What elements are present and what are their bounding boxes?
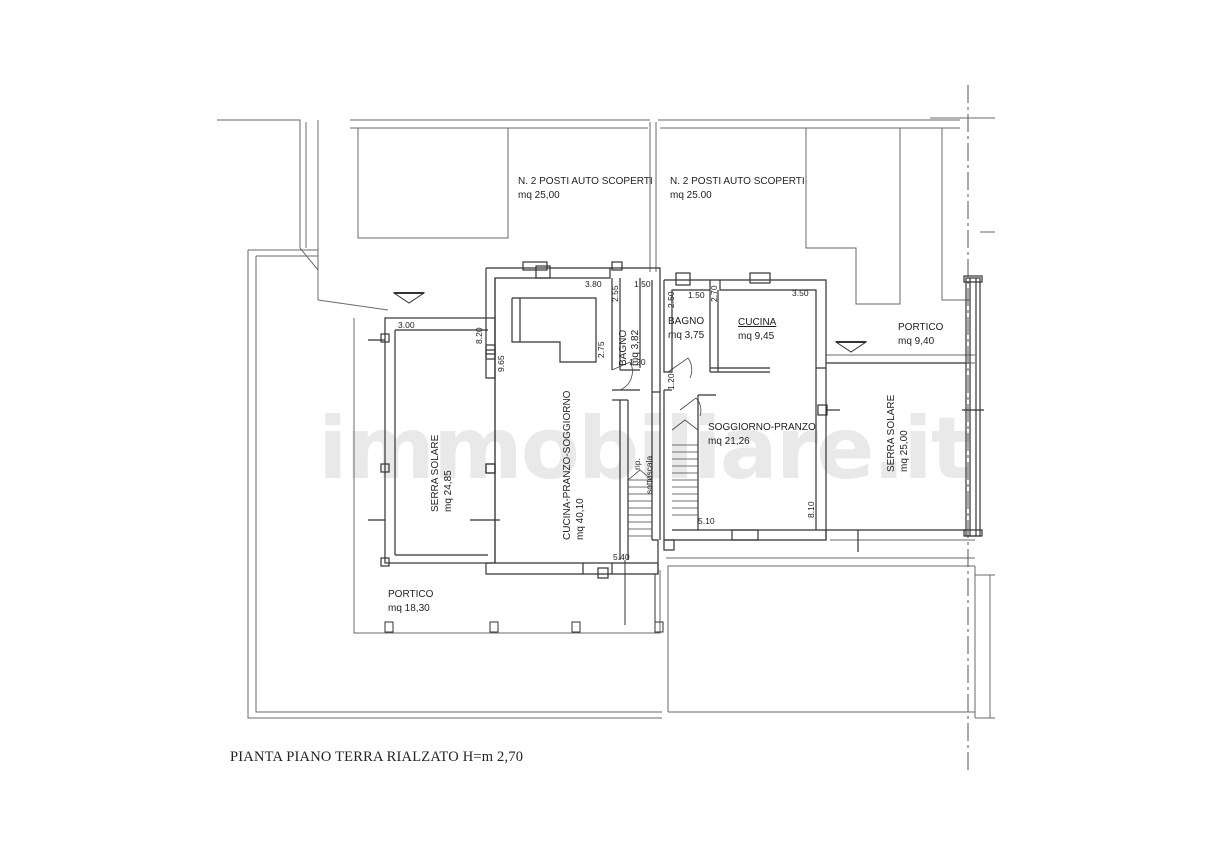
svg-text:sottoscala: sottoscala bbox=[644, 455, 654, 494]
portico-right-label: PORTICO bbox=[898, 322, 944, 333]
unit-right-walls bbox=[663, 272, 828, 551]
dim-label: 2.75 bbox=[596, 341, 606, 358]
svg-text:2.50: 2.50 bbox=[666, 291, 676, 308]
portico-right-area: mq 9,40 bbox=[898, 336, 935, 347]
serra-right-label: SERRA SOLARE mq 25,00 bbox=[886, 394, 910, 472]
bagno-right-area: mq 3,75 bbox=[668, 330, 705, 341]
rip-label: rip. sottoscala bbox=[632, 455, 654, 494]
svg-text:BAGNO: BAGNO bbox=[618, 330, 629, 366]
dim-label: 5.10 bbox=[698, 516, 715, 526]
soggiorno-area: mq 21,26 bbox=[708, 436, 750, 447]
cucina-label: CUCINA bbox=[738, 317, 777, 328]
soggiorno-label: SOGGIORNO-PRANZO bbox=[708, 422, 816, 433]
svg-text:2.70: 2.70 bbox=[709, 285, 719, 302]
parking-left-label: N. 2 POSTI AUTO SCOPERTI bbox=[518, 176, 653, 187]
dim-label: 1.50 bbox=[688, 290, 705, 300]
dim-label: 5.40 bbox=[613, 552, 630, 562]
site-lines bbox=[217, 117, 995, 719]
svg-text:mq 25,00: mq 25,00 bbox=[899, 430, 910, 472]
drawing-title: PIANTA PIANO TERRA RIALZATO H=m 2,70 bbox=[230, 749, 523, 765]
svg-text:9.65: 9.65 bbox=[496, 355, 506, 372]
cucina-pranzo-label: CUCINA-PRANZO-SOGGIORNO mq 40,10 bbox=[562, 390, 586, 540]
dim-label: 2.50 bbox=[666, 291, 676, 308]
svg-text:SERRA SOLARE: SERRA SOLARE bbox=[430, 434, 441, 512]
svg-text:mq 24,85: mq 24,85 bbox=[443, 470, 454, 512]
door-swings bbox=[611, 357, 702, 417]
parking-right-area: mq 25.00 bbox=[670, 190, 712, 201]
dim-label: 1.20 bbox=[666, 373, 676, 390]
watermark: immobiliare.it bbox=[318, 399, 971, 499]
svg-text:8.20: 8.20 bbox=[474, 327, 484, 344]
svg-text:mq 3,82: mq 3,82 bbox=[630, 329, 641, 366]
svg-text:SERRA SOLARE: SERRA SOLARE bbox=[886, 394, 897, 472]
cucina-area: mq 9,45 bbox=[738, 331, 775, 342]
dim-label: 9.65 bbox=[496, 355, 506, 372]
north-arrow-right bbox=[834, 341, 868, 353]
svg-text:mq 40,10: mq 40,10 bbox=[575, 498, 586, 540]
svg-text:2.75: 2.75 bbox=[596, 341, 606, 358]
dim-label: 3.80 bbox=[585, 279, 602, 289]
svg-text:CUCINA-PRANZO-SOGGIORNO: CUCINA-PRANZO-SOGGIORNO bbox=[562, 390, 573, 540]
dim-label: 3.00 bbox=[398, 320, 415, 330]
serra-right-walls bbox=[826, 275, 984, 552]
svg-text:1.20: 1.20 bbox=[666, 373, 676, 390]
svg-text:8.10: 8.10 bbox=[806, 501, 816, 518]
portico-left-label: PORTICO bbox=[388, 589, 434, 600]
portico-left-area: mq 18,30 bbox=[388, 603, 430, 614]
parking-left-area: mq 25,00 bbox=[518, 190, 560, 201]
stairs-right bbox=[671, 419, 699, 516]
svg-text:2.55: 2.55 bbox=[610, 285, 620, 302]
dim-label: 1.50 bbox=[634, 279, 651, 289]
dim-label: 2.55 bbox=[610, 285, 620, 302]
dim-label: 8.10 bbox=[806, 501, 816, 518]
serra-left-label: SERRA SOLARE mq 24,85 bbox=[430, 434, 454, 512]
stairs-left bbox=[627, 469, 653, 537]
unit-left-walls bbox=[485, 261, 661, 579]
dim-label: 8.20 bbox=[474, 327, 484, 344]
bagno-right-label: BAGNO bbox=[668, 316, 704, 327]
portico-left-columns bbox=[384, 560, 664, 633]
parking-right-label: N. 2 POSTI AUTO SCOPERTI bbox=[670, 176, 805, 187]
dim-label: 3.50 bbox=[792, 288, 809, 298]
dim-label: 2.70 bbox=[709, 285, 719, 302]
north-arrow-left bbox=[392, 292, 426, 304]
bagno-left-label: BAGNO mq 3,82 bbox=[618, 329, 641, 366]
dim-label: 1.20 bbox=[629, 357, 646, 367]
svg-text:rip.: rip. bbox=[632, 458, 642, 470]
